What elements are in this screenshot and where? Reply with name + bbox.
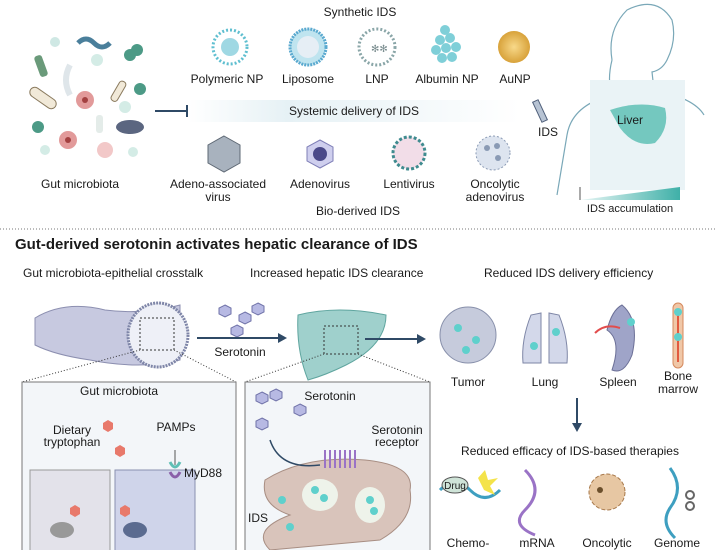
svg-text:✻✻: ✻✻ [371, 44, 388, 55]
liver-icon [610, 104, 667, 144]
human-body-illustration [556, 3, 705, 196]
label-polymeric-np: Polymeric NP [190, 72, 264, 86]
label-albumin-np: Albumin NP [415, 72, 479, 86]
gut-microbiota-label: Gut microbiota [40, 177, 120, 191]
serotonin-molecules [218, 302, 265, 338]
reduced-efficacy-title: Reduced efficacy of IDS-based therapies [461, 444, 679, 458]
syringe-icon [531, 99, 549, 123]
label-lnp: LNP [365, 72, 389, 86]
albumin-np-icon [431, 25, 461, 63]
label-spleen: Spleen [599, 375, 637, 389]
lung-icon [522, 312, 568, 364]
gut-tube-illustration [34, 301, 190, 369]
box2-receptor-line1: Serotonin [371, 423, 423, 437]
box1-pamps: PAMPs [156, 420, 196, 434]
adenovirus-icon [306, 139, 334, 169]
section-title: Gut-derived serotonin activates hepatic … [15, 236, 418, 253]
systemic-delivery-label: Systemic delivery of IDS [288, 104, 420, 118]
liposome-icon [288, 27, 328, 67]
hepatic-cell-illustration [262, 439, 412, 550]
subtitle-crosstalk: Gut microbiota-epithelial crosstalk [23, 266, 204, 280]
mrna-icon [517, 468, 537, 537]
lentivirus-icon [391, 135, 427, 171]
liver-label: Liver [616, 113, 644, 127]
oncolytic-adenovirus-icon [475, 135, 511, 171]
tumor-icon [439, 306, 497, 364]
epithelial-cells-illustration [29, 420, 196, 550]
subtitle-hepatic-clearance: Increased hepatic IDS clearance [250, 266, 424, 280]
ids-accumulation-gradient [580, 187, 680, 200]
drug-label: Drug [444, 481, 466, 492]
subtitle-delivery-efficiency: Reduced IDS delivery efficiency [484, 266, 654, 280]
label-aunp: AuNP [499, 72, 531, 86]
label-liposome: Liposome [281, 72, 335, 86]
synthetic-ids-title: Synthetic IDS [323, 5, 397, 19]
ids-accumulation-label: IDS accumulation [586, 203, 674, 215]
genome-editing-icon [664, 467, 695, 540]
lnp-icon: ✻✻ [357, 27, 397, 67]
bone-marrow-icon [672, 302, 684, 369]
liver-illustration [297, 309, 387, 381]
ids-label: IDS [537, 125, 559, 139]
aav-icon [207, 135, 241, 173]
label-chemo: Chemo- [446, 536, 490, 550]
label-adenovirus: Adenovirus [289, 177, 351, 191]
serotonin-label: Serotonin [214, 345, 266, 359]
label-mrna: mRNA [519, 536, 555, 550]
label-tumor: Tumor [450, 375, 486, 389]
box1-myd88: MyD88 [184, 466, 223, 480]
serotonin-molecules-box [255, 388, 307, 431]
polymeric-np-icon [211, 28, 249, 66]
bio-derived-ids-title: Bio-derived IDS [315, 204, 401, 218]
box1-tryptophan: tryptophan [43, 435, 101, 449]
box1-gut-microbiota: Gut microbiota [79, 384, 159, 398]
box1-dietary: Dietary [52, 423, 92, 437]
label-genome: Genome [653, 536, 701, 550]
box2-receptor-line2: receptor [374, 435, 420, 449]
serotonin-receptor-icon [324, 450, 356, 468]
systemic-delivery-band [188, 100, 520, 122]
oncolytic-icon [588, 473, 626, 511]
label-lentivirus: Lentivirus [383, 177, 435, 191]
aunp-icon [498, 31, 530, 63]
chemo-icon [438, 470, 502, 499]
gut-microbiota-illustration [29, 36, 146, 158]
box2-serotonin: Serotonin [304, 389, 356, 403]
box2-ids: IDS [247, 511, 269, 525]
spleen-icon [594, 304, 635, 372]
label-lung: Lung [531, 375, 559, 389]
label-oncolytic: Oncolytic [582, 536, 632, 550]
